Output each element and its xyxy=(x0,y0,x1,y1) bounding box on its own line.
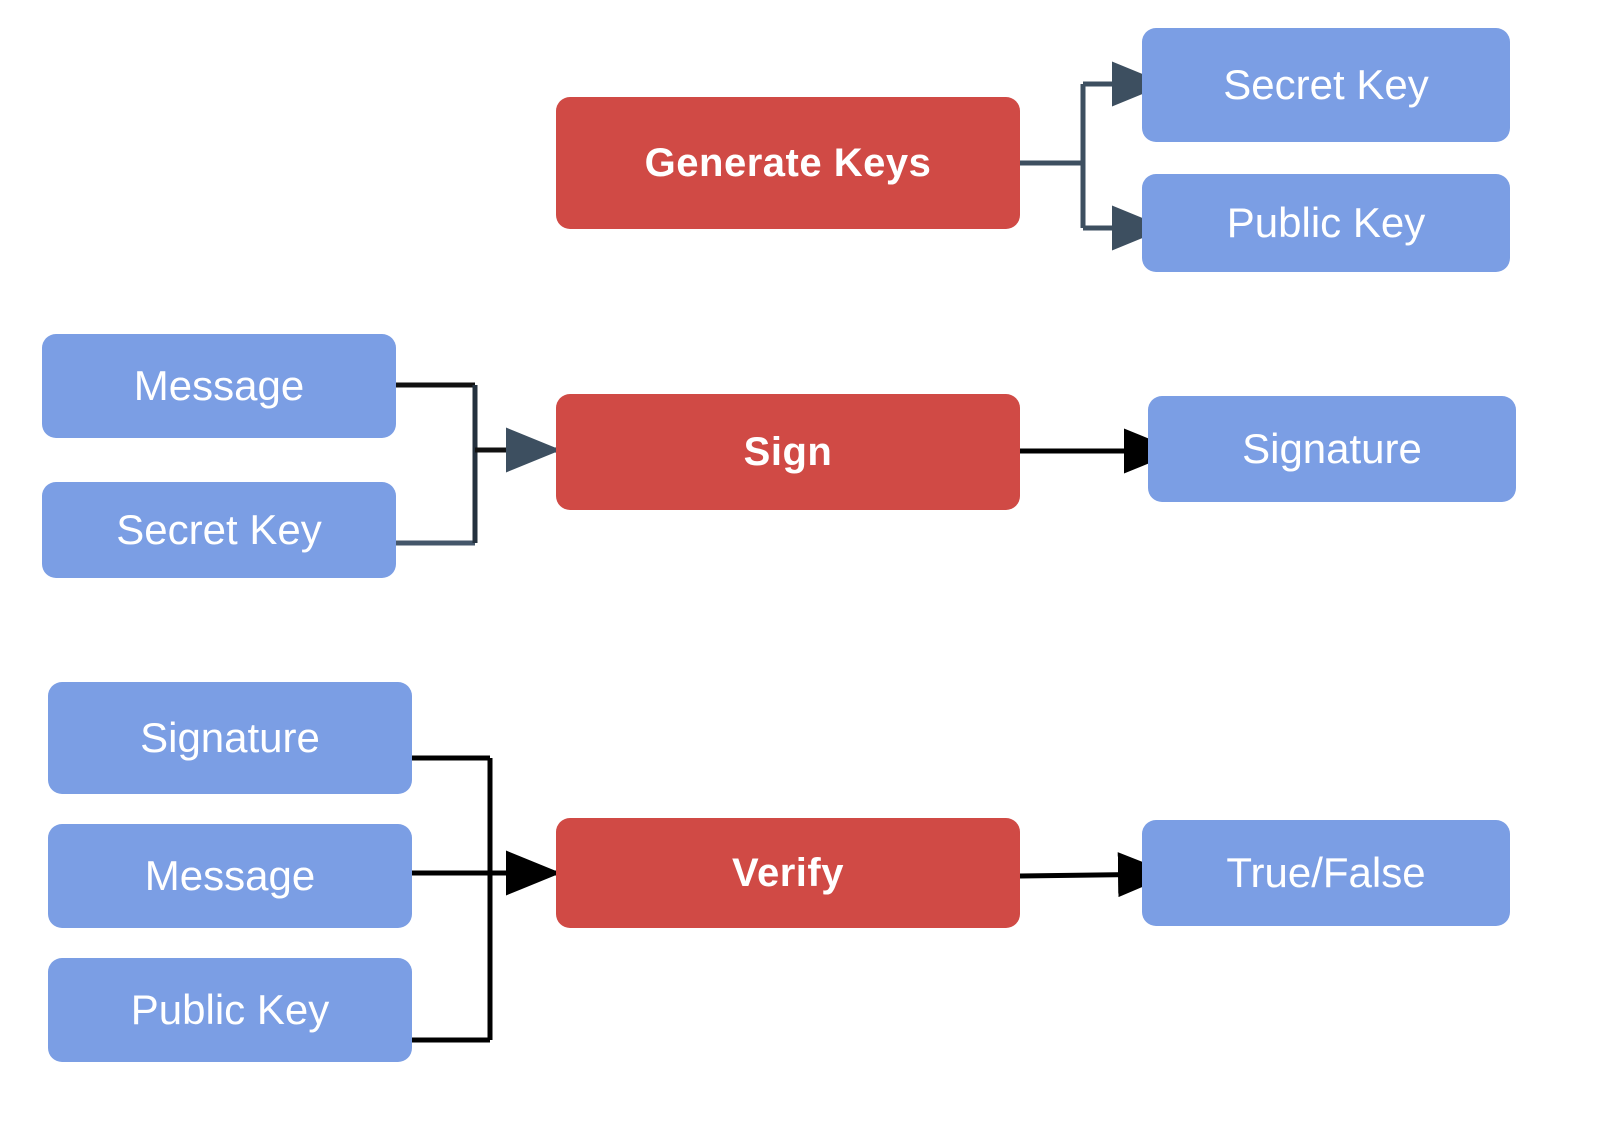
process-sign-label: Sign xyxy=(743,430,833,474)
data-signature-verify-input[interactable]: Signature xyxy=(48,682,412,794)
process-verify-label: Verify xyxy=(732,851,844,895)
data-signature-output-label: Signature xyxy=(1242,424,1422,472)
data-message-sign-input[interactable]: Message xyxy=(42,334,396,438)
data-public-key-output-label: Public Key xyxy=(1226,198,1426,246)
data-secret-key-sign-input-label: Secret Key xyxy=(116,505,322,553)
process-verify[interactable]: Verify xyxy=(556,818,1020,928)
data-signature-verify-input-label: Signature xyxy=(140,713,320,761)
data-message-verify-input[interactable]: Message xyxy=(48,824,412,928)
data-true-false-output[interactable]: True/False xyxy=(1142,820,1510,926)
data-secret-key-sign-input[interactable]: Secret Key xyxy=(42,482,396,578)
data-public-key-verify-input[interactable]: Public Key xyxy=(48,958,412,1062)
data-public-key-output[interactable]: Public Key xyxy=(1142,174,1510,272)
edge-verify-inputs-merge xyxy=(412,755,561,1043)
data-signature-output[interactable]: Signature xyxy=(1148,396,1516,502)
process-generate-keys[interactable]: Generate Keys xyxy=(556,97,1020,229)
data-secret-key-output-label: Secret Key xyxy=(1223,60,1429,108)
edge-generate-keys-split xyxy=(1020,61,1167,251)
data-public-key-verify-input-label: Public Key xyxy=(130,985,330,1033)
data-secret-key-output[interactable]: Secret Key xyxy=(1142,28,1510,142)
data-true-false-output-label: True/False xyxy=(1226,848,1426,896)
process-generate-keys-label: Generate Keys xyxy=(644,141,932,185)
data-message-sign-input-label: Message xyxy=(133,361,305,409)
data-message-verify-input-label: Message xyxy=(144,851,316,899)
process-sign[interactable]: Sign xyxy=(556,394,1020,510)
edge-sign-inputs-merge xyxy=(396,382,561,546)
